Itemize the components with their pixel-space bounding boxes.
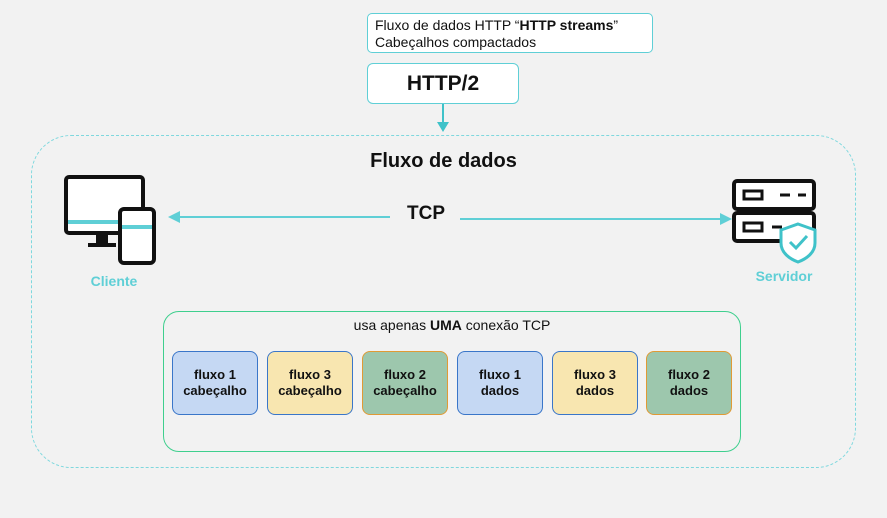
connection-suffix: conexão TCP xyxy=(461,317,551,333)
connection-prefix: usa apenas xyxy=(353,317,430,333)
note-line1-suffix: ” xyxy=(613,17,619,33)
stream-name: fluxo 2 xyxy=(384,367,426,382)
stream-part: cabeçalho xyxy=(183,383,247,398)
stream-name: fluxo 2 xyxy=(668,367,710,382)
stream-box: fluxo 2 cabeçalho xyxy=(362,351,448,415)
note-line2: Cabeçalhos compactados xyxy=(375,34,537,50)
server-label: Servidor xyxy=(755,268,813,284)
stream-box: fluxo 3 cabeçalho xyxy=(267,351,353,415)
server-shield-icon xyxy=(732,179,817,264)
stream-box: fluxo 1 dados xyxy=(457,351,543,415)
stream-name: fluxo 3 xyxy=(289,367,331,382)
stream-part: dados xyxy=(480,383,520,398)
client-devices-icon xyxy=(64,175,156,265)
tcp-label: TCP xyxy=(407,203,445,224)
tcp-left-arrow xyxy=(168,211,390,223)
stream-box: fluxo 3 dados xyxy=(552,351,638,415)
http2-box: HTTP/2 xyxy=(367,63,519,104)
stream-box: fluxo 1 cabeçalho xyxy=(172,351,258,415)
down-arrow xyxy=(437,104,449,132)
tcp-connection-container xyxy=(163,311,741,452)
tcp-right-arrow xyxy=(460,213,732,225)
data-flow-container xyxy=(31,135,856,468)
stream-name: fluxo 1 xyxy=(194,367,236,382)
stream-part: dados xyxy=(669,383,709,398)
note-line1-prefix: Fluxo de dados HTTP “ xyxy=(375,17,520,33)
note-line1-bold: HTTP streams xyxy=(519,17,614,33)
connection-bold: UMA xyxy=(429,317,462,333)
http-streams-note: Fluxo de dados HTTP “HTTP streams” Cabeç… xyxy=(367,13,653,53)
stream-part: cabeçalho xyxy=(373,383,437,398)
stream-part: dados xyxy=(575,383,615,398)
stream-name: fluxo 3 xyxy=(574,367,616,382)
stream-part: cabeçalho xyxy=(278,383,342,398)
diagram-title: Fluxo de dados xyxy=(370,150,517,172)
connection-label: usa apenas UMA conexão TCP xyxy=(163,317,741,333)
client-label: Cliente xyxy=(90,273,138,289)
stream-name: fluxo 1 xyxy=(479,367,521,382)
stream-box: fluxo 2 dados xyxy=(646,351,732,415)
